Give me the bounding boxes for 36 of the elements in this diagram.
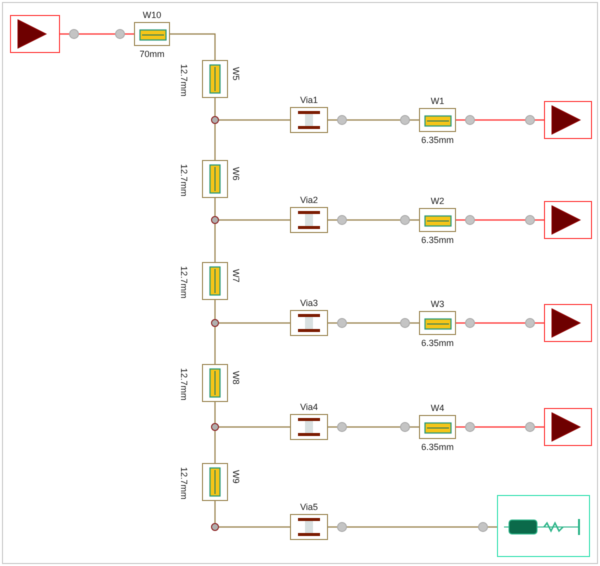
component-label: W6 [231,167,241,180]
dimension-label: 6.35mm [421,442,454,452]
dimension-label: 12.7mm [179,64,189,97]
component-label: Via4 [300,402,318,412]
component-label: Via1 [300,95,318,105]
component-label: W10 [142,10,162,20]
component-label: W1 [430,96,444,106]
component-label: W7 [231,269,241,282]
component-label: W9 [231,470,241,484]
port-box [544,201,592,239]
port-box [544,101,592,139]
component-label: W2 [430,196,444,206]
dimension-label: 6.35mm [421,338,454,348]
dimension-label: 6.35mm [421,235,454,245]
junction-dot [211,116,219,124]
component-label: W3 [430,299,444,309]
dimension-label: 12.7mm [179,164,189,197]
dimension-label: 6.35mm [421,135,454,145]
port-box [544,408,592,446]
dimension-label: 70mm [140,49,164,59]
component-label: W5 [231,67,241,80]
load-box [497,495,590,557]
component-label: W4 [430,403,444,413]
dimension-label: 12.7mm [179,467,189,500]
component-label: Via2 [300,195,318,205]
component-label: W8 [231,371,241,384]
junction-dot [211,423,219,431]
junction-dot [211,523,219,531]
dimension-label: 12.7mm [179,368,189,401]
port-box [544,304,592,342]
junction-dot [211,216,219,224]
junction-dot [211,319,219,327]
component-label: Via5 [300,502,318,512]
dimension-label: 12.7mm [179,266,189,299]
port-box [10,15,60,53]
component-label: Via3 [300,298,318,308]
